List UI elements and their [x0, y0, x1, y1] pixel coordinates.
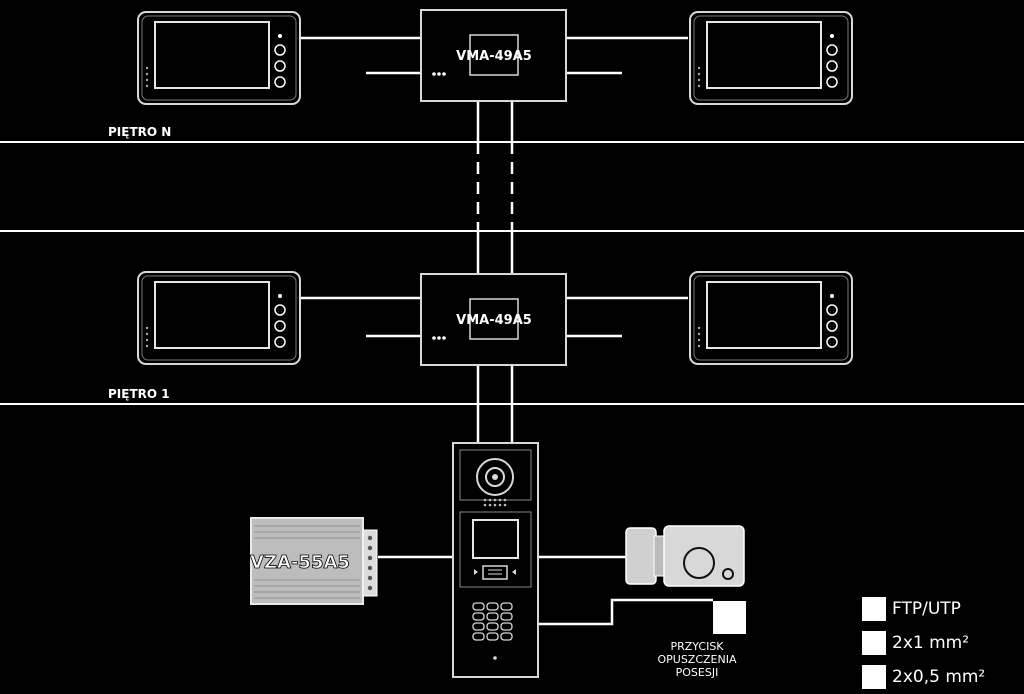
legend-label: 2x1 mm²: [892, 633, 970, 653]
door-station-panel: [452, 442, 539, 678]
exit-button-label-line: POSESJI: [675, 666, 719, 679]
legend-item: 2x0,5 mm²: [862, 660, 1022, 694]
monitor-floor-n-left: [137, 11, 301, 105]
speaker-grille-icon: [483, 498, 507, 507]
monitor-floor-1-right: [689, 271, 853, 365]
distributor-floor-n: VMA-49A5: [420, 9, 567, 102]
power-supply: VZA-55A5: [250, 517, 378, 605]
cable-legend: FTP/UTP 2x1 mm² 2x0,5 mm²: [862, 592, 1022, 694]
wiring: [300, 36, 713, 626]
distributor-floor-1-label: VMA-49A5: [456, 313, 532, 328]
keypad-icon: [472, 602, 513, 641]
power-supply-label: VZA-55A5: [250, 552, 350, 573]
exit-button-icon: [713, 601, 746, 634]
legend-item: FTP/UTP: [862, 592, 1022, 626]
distributor-floor-1: VMA-49A5: [420, 273, 567, 366]
floor-1-label: PIĘTRO 1: [108, 387, 170, 401]
electric-lock-icon: [625, 525, 745, 587]
legend-label: FTP/UTP: [892, 599, 961, 619]
distributor-floor-n-label: VMA-49A5: [456, 49, 532, 64]
legend-swatch: [862, 665, 886, 689]
legend-swatch: [862, 597, 886, 621]
floor-n-label: PIĘTRO N: [108, 125, 172, 139]
exit-button-label: PRZYCISK OPUSZCZENIA POSESJI: [622, 640, 772, 679]
legend-item: 2x1 mm²: [862, 626, 1022, 660]
monitor-floor-n-right: [689, 11, 853, 105]
legend-label: 2x0,5 mm²: [892, 667, 986, 687]
exit-button-label-line: OPUSZCZENIA: [657, 653, 737, 666]
legend-swatch: [862, 631, 886, 655]
door-station-button: [482, 565, 508, 580]
camera-lens-icon: [476, 458, 514, 496]
monitor-floor-1-left: [137, 271, 301, 365]
door-station-screen: [472, 519, 519, 559]
exit-button-label-line: PRZYCISK: [670, 640, 724, 653]
